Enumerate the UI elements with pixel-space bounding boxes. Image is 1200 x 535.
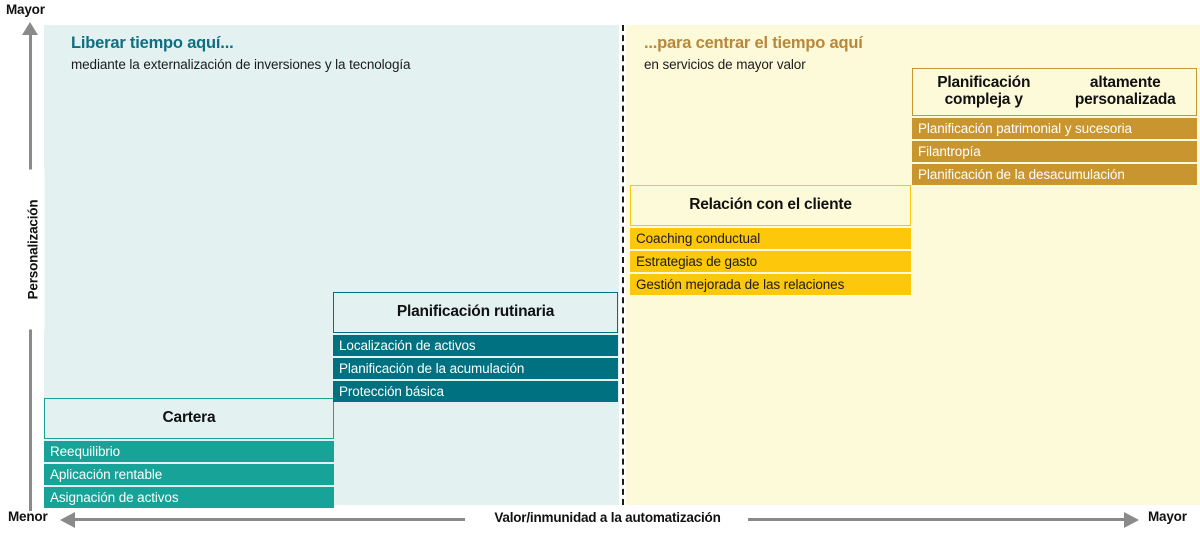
list-item: Localización de activos: [333, 335, 618, 356]
list-item: Planificación de la desacumulación: [912, 164, 1197, 185]
y-axis-top-label: Mayor: [6, 2, 45, 17]
right-panel-subheading: en servicios de mayor valor: [644, 57, 806, 72]
list-item: Asignación de activos: [44, 487, 334, 508]
list-item: Reequilibrio: [44, 441, 334, 462]
group-relacion-con-el-cliente: Relación con el cliente Coaching conduct…: [630, 185, 911, 295]
x-axis-line-right: [748, 518, 1126, 521]
right-panel-heading-block: ...para centrar el tiempo aquí en servic…: [644, 34, 863, 72]
x-axis-right-arrowhead-icon: [1124, 512, 1139, 528]
x-axis-left-label: Menor: [8, 509, 48, 524]
x-axis-right-label: Mayor: [1148, 509, 1187, 524]
group-title-planificacion-compleja: Planificación compleja y altamente perso…: [912, 68, 1197, 116]
group-title-line-1: Planificación compleja y: [937, 74, 1031, 108]
group-title-cartera: Cartera: [44, 398, 334, 439]
y-axis-arrowhead-icon: [22, 22, 38, 35]
group-planificacion-compleja: Planificación compleja y altamente perso…: [912, 68, 1197, 185]
left-panel-heading-block: Liberar tiempo aquí... mediante la exter…: [71, 34, 411, 72]
x-axis-left-arrowhead-icon: [60, 512, 75, 528]
left-panel-heading: Liberar tiempo aquí...: [71, 34, 234, 52]
panel-divider-dashed: [622, 25, 624, 505]
x-axis-line-left: [75, 518, 465, 521]
group-title-relacion-con-el-cliente: Relación con el cliente: [630, 185, 911, 226]
y-axis-title: Personalización: [21, 169, 45, 330]
list-item: Estrategias de gasto: [630, 251, 911, 272]
left-panel-subheading: mediante la externalización de inversion…: [71, 57, 411, 72]
list-item: Protección básica: [333, 381, 618, 402]
group-planificacion-rutinaria: Planificación rutinaria Localización de …: [333, 292, 618, 402]
group-cartera: Cartera Reequilibrio Aplicación rentable…: [44, 398, 334, 508]
list-item: Planificación de la acumulación: [333, 358, 618, 379]
x-axis-title: Valor/inmunidad a la automatización: [494, 510, 721, 525]
list-item: Planificación patrimonial y sucesoria: [912, 118, 1197, 139]
group-title-line-2: altamente personalizada: [1074, 74, 1176, 108]
group-title-planificacion-rutinaria: Planificación rutinaria: [333, 292, 618, 333]
list-item: Filantropía: [912, 141, 1197, 162]
list-item: Gestión mejorada de las relaciones: [630, 274, 911, 295]
list-item: Coaching conductual: [630, 228, 911, 249]
list-item: Aplicación rentable: [44, 464, 334, 485]
right-panel-heading: ...para centrar el tiempo aquí: [644, 34, 863, 52]
